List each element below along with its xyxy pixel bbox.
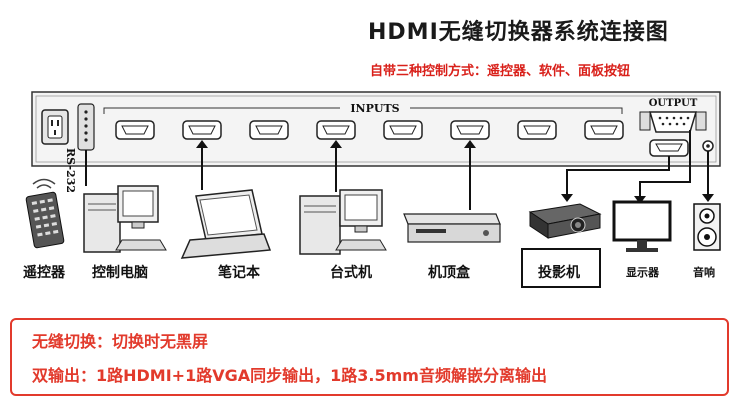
arrow-down-icon [634, 196, 646, 204]
desktop-label: 台式机 [330, 265, 372, 281]
remote-label: 遥控器 [23, 265, 65, 281]
rs232-port-icon [77, 103, 95, 151]
projector-label-frame [521, 248, 601, 288]
remote-control-icon [25, 178, 65, 249]
hdmi-input-port-icon [115, 120, 155, 140]
feature-dual-output: 双输出：1路HDMI+1路VGA同步输出，1路3.5mm音频解嵌分离输出 [32, 366, 547, 385]
control-methods-subtitle: 自带三种控制方式：遥控器、软件、面板按钮 [370, 64, 631, 79]
arrow-up-icon [464, 140, 476, 148]
hdmi-input-ports [115, 120, 624, 140]
diagram-title: HDMI无缝切换器系统连接图 [368, 20, 669, 45]
hdmi-input-port-icon [450, 120, 490, 140]
monitor-label: 显示器 [626, 266, 659, 279]
laptop-icon [180, 189, 272, 259]
feature-seamless-switching: 无缝切换：切换时无黑屏 [32, 332, 209, 351]
rs232-label: RS-232 [64, 148, 77, 193]
inputs-label: INPUTS [350, 102, 399, 115]
arrow-up-icon [330, 140, 342, 148]
connection-lines [85, 130, 709, 210]
control-pc-label: 控制电脑 [92, 265, 148, 281]
hdmi-input-port-icon [316, 120, 356, 140]
features-panel: 无缝切换：切换时无黑屏 双输出：1路HDMI+1路VGA同步输出，1路3.5mm… [10, 318, 729, 396]
hdmi-input-port-icon [182, 120, 222, 140]
arrow-down-icon [561, 194, 573, 202]
vga-to-monitor-cable [639, 130, 691, 198]
hdmi-input-port-icon [584, 120, 624, 140]
set-top-box-icon [403, 213, 501, 243]
desktop-pc-icon [299, 189, 387, 255]
audio-jack-icon [702, 140, 714, 152]
speaker-icon [693, 203, 721, 251]
arrowheads [196, 140, 714, 204]
monitor-icon [612, 200, 672, 252]
projector-icon [528, 203, 602, 239]
arrow-up-icon [196, 140, 208, 148]
vga-output-port-icon [639, 111, 707, 133]
hdmi-input-port-icon [249, 120, 289, 140]
projector-label: 投影机 [538, 265, 580, 281]
hdmi-to-projector-cable [566, 156, 670, 196]
speaker-label: 音响 [693, 266, 715, 279]
arrow-down-icon [702, 194, 714, 202]
hdmi-input-port-icon [517, 120, 557, 140]
output-label: OUTPUT [649, 98, 698, 109]
hdmi-input-port-icon [383, 120, 423, 140]
hdmi-output-port-icon [649, 139, 689, 157]
power-socket-icon [41, 109, 69, 145]
control-pc-icon [83, 185, 167, 253]
set-top-box-label: 机顶盒 [428, 265, 470, 281]
laptop-label: 笔记本 [218, 265, 260, 281]
